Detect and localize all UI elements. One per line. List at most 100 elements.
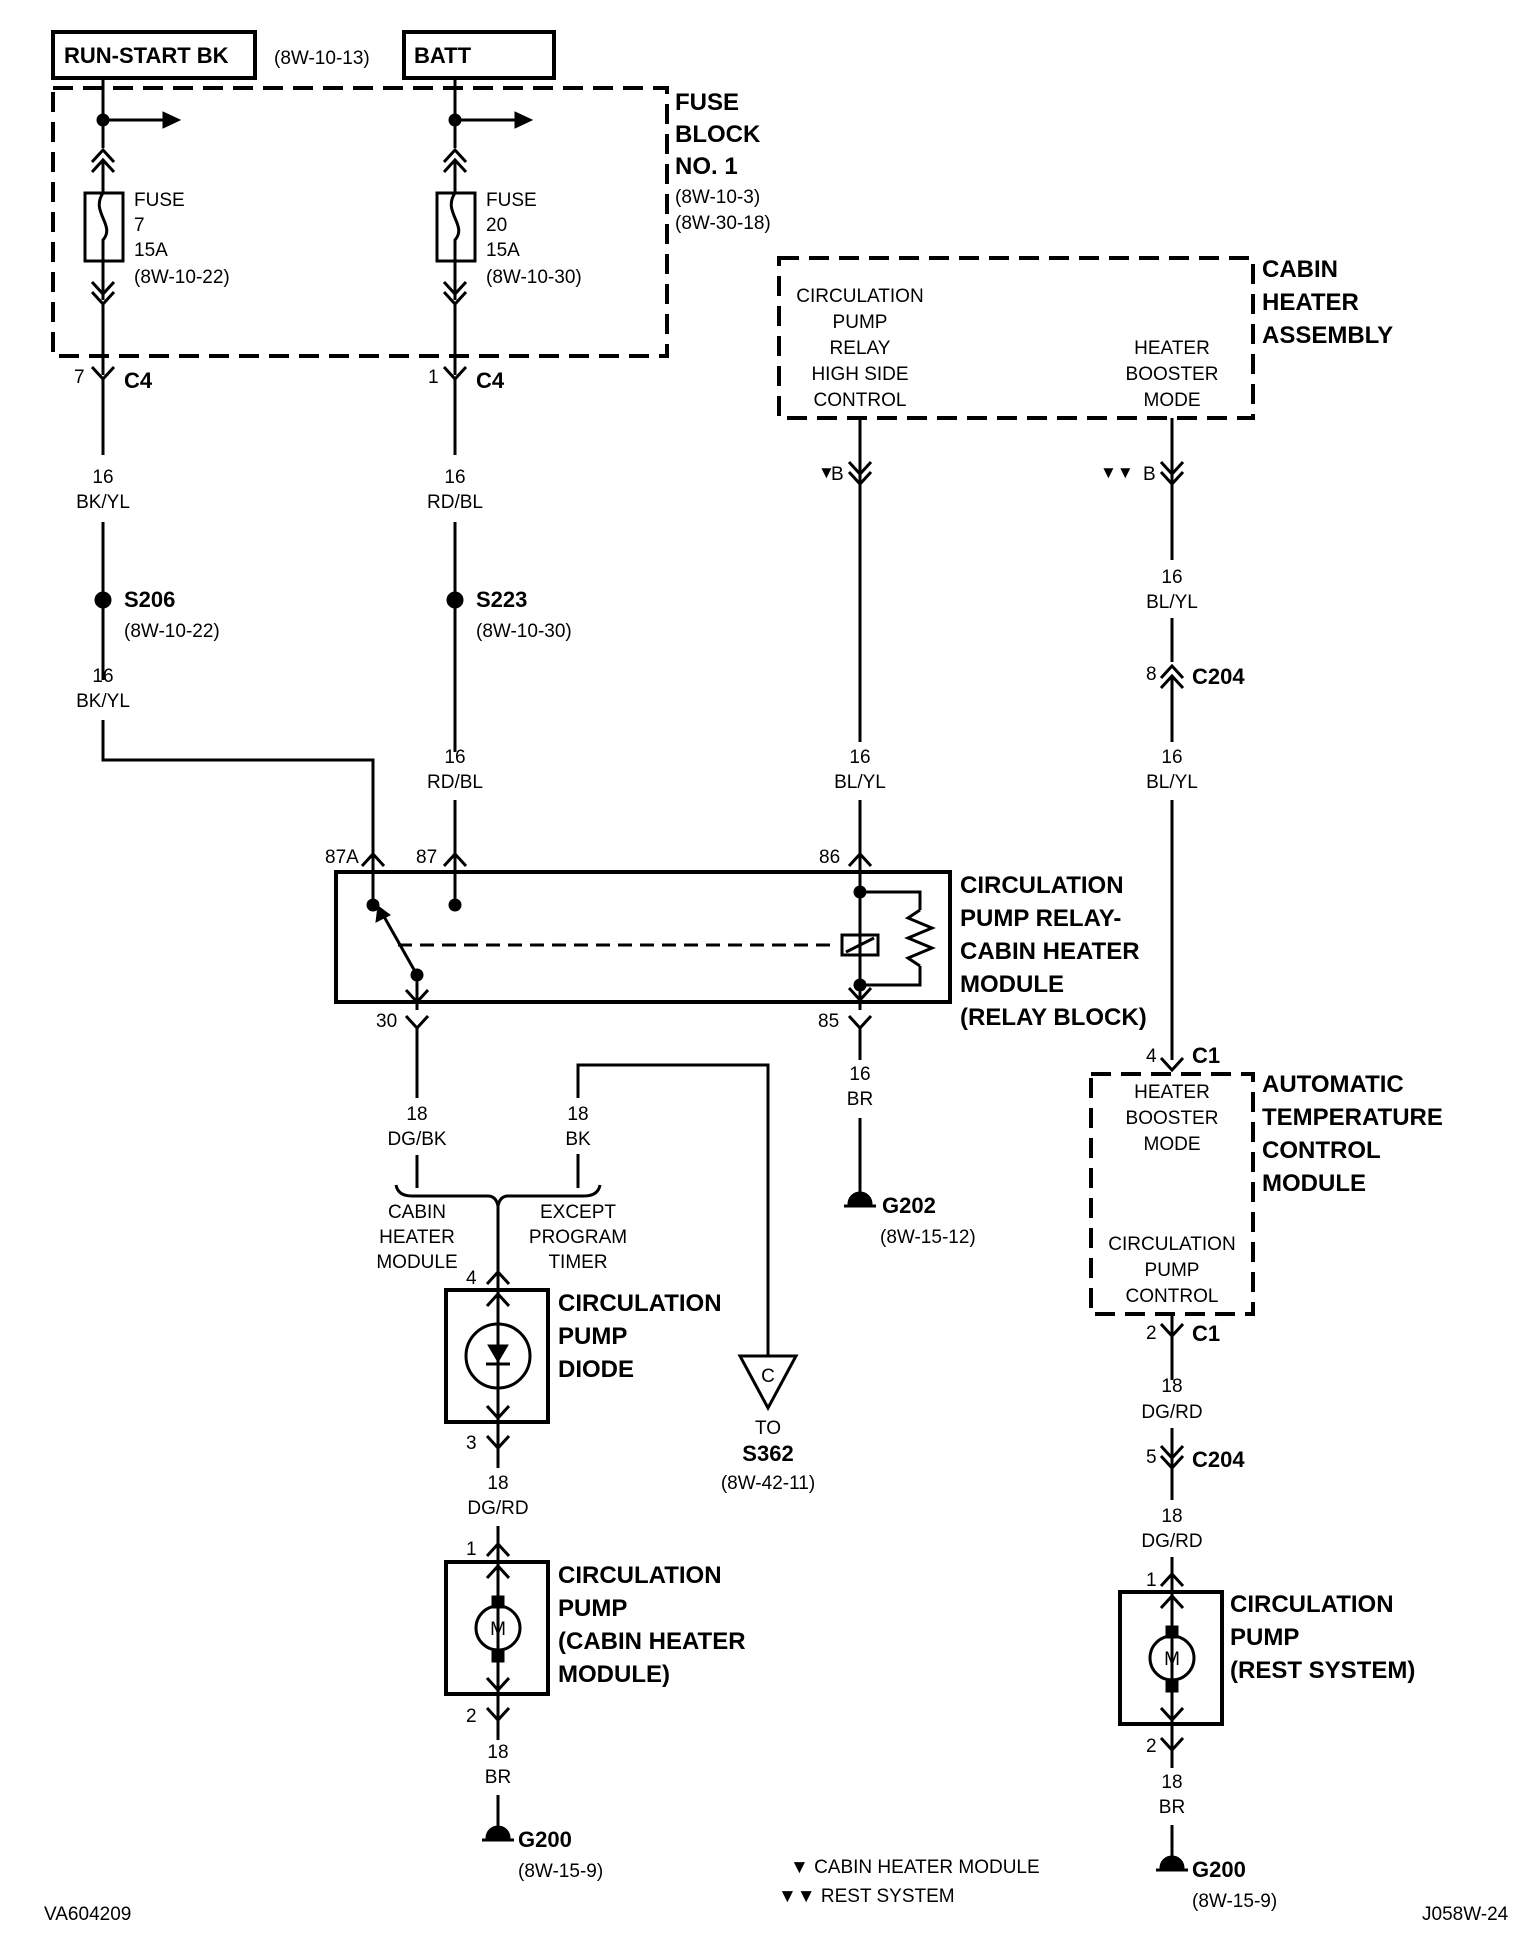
wire-rd-bl-lower: 16 RD/BL (427, 747, 483, 793)
wire-br-16: 16 BR (847, 1064, 873, 1110)
diagram-label: 85 (818, 1011, 839, 1032)
connector-c4-right: 1 C4 (428, 304, 505, 455)
diagram-label: 2 (1146, 1736, 1157, 1757)
diagram-label: DG/RD (467, 1498, 528, 1519)
diagram-label: 18 (406, 1104, 427, 1125)
diagram-label: G200 (1192, 1857, 1246, 1882)
diagram-label: (8W-15-9) (1192, 1891, 1277, 1912)
diagram-label: PUMP (833, 312, 888, 333)
atc-module: AUTOMATIC TEMPERATURE CONTROL MODULE HEA… (1089, 1071, 1443, 1316)
diagram-label: FUSE (134, 190, 185, 211)
diagram-label: DIODE (558, 1356, 634, 1383)
diagram-label: 16 (444, 467, 465, 488)
diagram-label: S362 (742, 1441, 793, 1466)
fuse-block: FUSE BLOCK NO. 1 (8W-10-3) (8W-30-18) (51, 86, 771, 358)
diagram-label: EXCEPT (540, 1202, 616, 1223)
diagram-label: MODE (1144, 390, 1201, 411)
ground-g202: G202 (8W-15-12) (844, 1191, 976, 1248)
wire-rd-bl-upper: 16 RD/BL (427, 467, 483, 513)
diagram-label: (8W-10-22) (134, 267, 230, 288)
diagram-label: BR (847, 1089, 873, 1110)
diagram-label: M (1164, 1649, 1180, 1670)
option-branch: CABIN HEATER MODULE EXCEPT PROGRAM TIMER (376, 1184, 627, 1276)
diagram-label: 4 (1146, 1046, 1157, 1067)
diagram-label: 2 (1146, 1323, 1157, 1344)
diagram-label: 15A (486, 240, 520, 261)
diagram-label: (CABIN HEATER (558, 1628, 746, 1655)
ground-g200-rest: G200 (8W-15-9) (1156, 1855, 1277, 1912)
diagram-label: BR (1159, 1797, 1185, 1818)
diagram-label: G202 (882, 1193, 936, 1218)
diagram-label: 16 (1161, 747, 1182, 768)
diagram-label: 16 (1161, 567, 1182, 588)
run-start-source: RUN-START BK (8W-10-13) (51, 30, 370, 80)
diagram-label: 16 (92, 666, 113, 687)
wire-bl-yl-relay: 16 BL/YL (834, 742, 886, 800)
diagram-label: CONTROL (1262, 1137, 1381, 1164)
diagram-label: MODE (1144, 1134, 1201, 1155)
diagram-label: TIMER (548, 1252, 607, 1273)
diagram-label: 18 (487, 1473, 508, 1494)
diagram-label: 87 (416, 847, 437, 868)
diagram-label: (REST SYSTEM) (1230, 1657, 1415, 1684)
diagram-label: CABIN HEATER (960, 938, 1140, 965)
diagram-label: (8W-15-12) (880, 1227, 976, 1248)
diagram-label: PUMP RELAY- (960, 905, 1121, 932)
diagram-label: 30 (376, 1011, 397, 1032)
wire-bk-yl-lower: 16 BK/YL (76, 666, 130, 712)
diagram-label: CIRCULATION (558, 1562, 722, 1589)
diagram-label: BL/YL (834, 772, 886, 793)
diagram-label: MODULE) (558, 1661, 670, 1688)
diagram-label: HEATER (379, 1227, 455, 1248)
diagram-label: RD/BL (427, 772, 483, 793)
connector-c4-left: 7 C4 (74, 304, 153, 455)
diagram-label: HEATER (1262, 289, 1359, 316)
diagram-label: C (761, 1366, 775, 1387)
figure-id-right: J058W-24 (1422, 1904, 1509, 1925)
diagram-label: ▼▼ REST SYSTEM (778, 1886, 955, 1907)
wire-dg-rd-atc-lower: 18 DG/RD (1141, 1500, 1203, 1556)
diagram-label: DG/BK (387, 1129, 446, 1150)
diagram-label: (8W-10-30) (476, 621, 572, 642)
diagram-label: MODULE (960, 971, 1064, 998)
diagram-label: C1 (1192, 1043, 1220, 1068)
arrow-right-icon (514, 111, 534, 129)
diagram-label: MODULE (1262, 1170, 1366, 1197)
diagram-label: 1 (466, 1539, 477, 1560)
diagram-label: 18 (1161, 1772, 1182, 1793)
diagram-label: 18 (1161, 1506, 1182, 1527)
diagram-label: (8W-10-30) (486, 267, 582, 288)
diagram-label: BLOCK (675, 121, 761, 148)
diagram-label: DG/RD (1141, 1402, 1202, 1423)
relay-block: CIRCULATION PUMP RELAY- CABIN HEATER MOD… (334, 870, 1147, 1031)
wire-br-18-rest: 18 BR (1159, 1772, 1185, 1818)
diagram-label: 18 (1161, 1376, 1182, 1397)
diagram-label: HEATER (1134, 338, 1210, 359)
diagram-label: C204 (1192, 664, 1245, 689)
diagram-label: BR (485, 1767, 511, 1788)
diagram-label: (RELAY BLOCK) (960, 1004, 1147, 1031)
diagram-label: RELAY (830, 338, 891, 359)
diagram-label: CABIN (388, 1202, 446, 1223)
diagram-label: BL/YL (1146, 592, 1198, 613)
diagram-label: C4 (476, 368, 505, 393)
diagram-label: 7 (134, 215, 145, 236)
diagram-label: (8W-10-22) (124, 621, 220, 642)
diagram-label: PUMP (1145, 1260, 1200, 1281)
fuse-20: FUSE 20 15A (8W-10-30) (435, 147, 582, 307)
diagram-label: BOOSTER (1126, 364, 1219, 385)
diagram-label: 16 (849, 747, 870, 768)
diagram-label: BK/YL (76, 691, 130, 712)
splice-s362-ref: C TO S362 (8W-42-11) (721, 1354, 815, 1494)
diagram-label: 1 (1146, 1570, 1157, 1591)
circulation-pump-rest: M CIRCULATION PUMP (REST SYSTEM) (1118, 1590, 1415, 1750)
diagram-label: AUTOMATIC (1262, 1071, 1404, 1098)
diagram-label: 20 (486, 215, 507, 236)
connector-c204-pin8: 8 C204 (1146, 663, 1245, 690)
diagram-label: HEATER (1134, 1082, 1210, 1103)
diagram-label: 18 (567, 1104, 588, 1125)
diagram-label: 3 (466, 1433, 477, 1454)
diagram-label: G200 (518, 1827, 572, 1852)
